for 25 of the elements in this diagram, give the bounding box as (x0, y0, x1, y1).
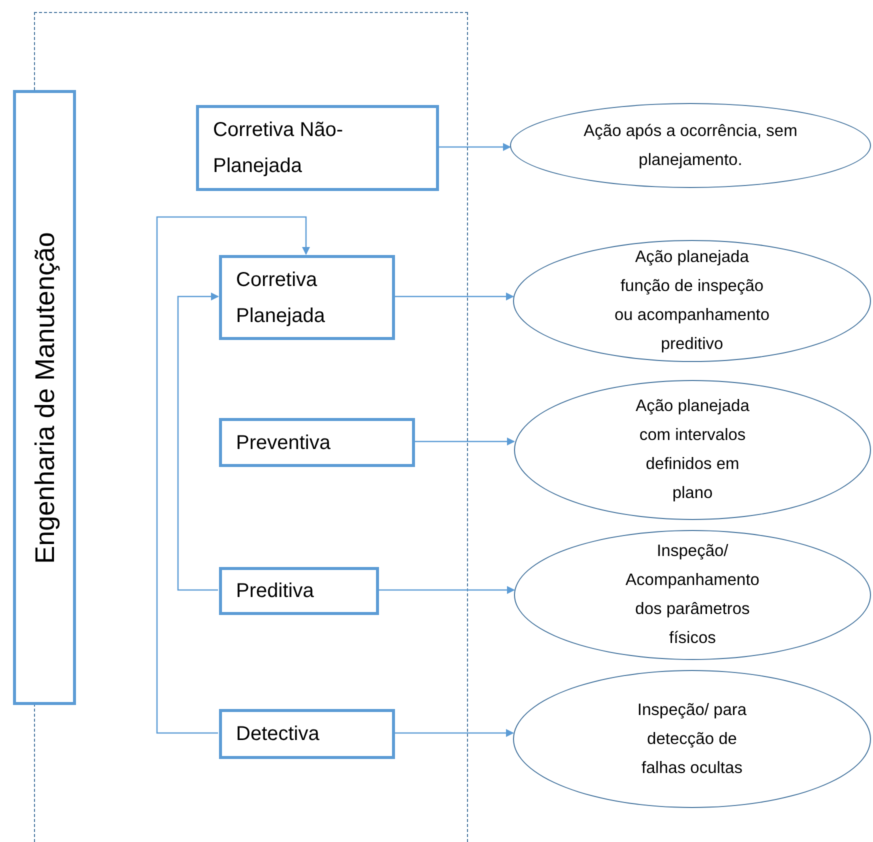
category-label: Corretiva Não-Planejada (213, 118, 344, 179)
arrow (394, 292, 514, 300)
description-text: Ação planejada com intervalos definidos em plano (634, 396, 750, 504)
category-box (219, 709, 395, 759)
category-label: Detectiva (236, 722, 320, 747)
title-box (13, 90, 76, 705)
arrow (394, 729, 514, 737)
description-text: Inspeção/ para detecção de falhas ocultas (636, 700, 748, 778)
description-text: Ação após a ocorrência, sem planejamento. (582, 120, 798, 170)
category-box (219, 418, 415, 467)
description-text: Inspeção/ Acompanhamento dos parâmetros físicos (624, 541, 760, 649)
dashed-frame (34, 12, 468, 842)
vertical-title: Engenharia de Manutenção (28, 232, 61, 564)
description-text: Ação planejada função de inspeção ou acompanhamento preditivo (613, 247, 771, 355)
category-box (219, 255, 395, 340)
category-box (196, 105, 439, 191)
category-label: Preventiva (236, 430, 330, 456)
category-label: Corretiva Planejada (236, 268, 326, 328)
category-label: Preditiva (236, 579, 314, 604)
category-box (219, 567, 379, 615)
arrow (177, 292, 219, 591)
arrow (414, 438, 515, 446)
arrow (156, 216, 310, 734)
arrow (378, 586, 515, 594)
arrow (438, 143, 511, 151)
